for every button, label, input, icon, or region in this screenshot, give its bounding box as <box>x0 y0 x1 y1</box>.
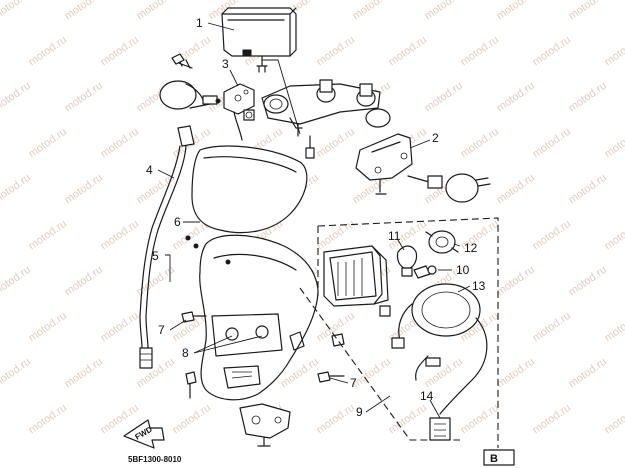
watermark-text: motod.ru <box>530 126 572 161</box>
watermark-text: motod.ru <box>494 80 536 115</box>
watermark-text: motod.ru <box>530 310 572 345</box>
watermark-text: motod.ru <box>458 402 500 437</box>
watermark-text: motod.ru <box>314 402 356 437</box>
callout-7-right: 7 <box>350 376 357 390</box>
callout-2: 2 <box>432 131 439 145</box>
watermark-text: motod.ru <box>62 80 104 115</box>
watermark-text: motod.ru <box>98 310 140 345</box>
pilot-bulb <box>413 265 437 279</box>
callout-leaders <box>157 22 471 419</box>
watermark-text: motod.ru <box>26 34 68 69</box>
left-turn-signal <box>159 53 221 110</box>
fasteners <box>181 235 345 399</box>
bulb-socket <box>425 230 459 254</box>
watermark-text: motod.ru <box>602 402 625 437</box>
watermark-layer: motod.ru motod.ru motod.ru motod.ru motod.ru… <box>0 0 625 436</box>
watermark-text: motod.ru <box>494 356 536 391</box>
meter-housing <box>221 7 297 73</box>
watermark-text: motod.ru <box>26 310 68 345</box>
watermark-text: motod.ru <box>62 172 104 207</box>
watermark-text: motod.ru <box>602 310 625 345</box>
callout-5: 5 <box>152 249 159 263</box>
callout-7-left: 7 <box>158 323 165 337</box>
watermark-text: motod.ru <box>170 402 212 437</box>
watermark-text: motod.ru <box>566 356 608 391</box>
watermark-text: motod.ru <box>26 402 68 437</box>
headlight-bulb <box>396 245 418 277</box>
callout-4: 4 <box>146 163 153 177</box>
box-label-text: B <box>490 453 498 465</box>
lower-mount-bracket <box>239 403 291 447</box>
watermark-text: motod.ru <box>602 126 625 161</box>
watermark-text: motod.ru <box>350 356 392 391</box>
watermark-text: motod.ru <box>0 264 33 299</box>
watermark-text: motod.ru <box>602 218 625 253</box>
watermark-text: motod.ru <box>98 218 140 253</box>
wiring-connector <box>429 417 451 441</box>
callout-10: 10 <box>456 263 470 277</box>
watermark-text: motod.ru <box>422 0 464 22</box>
watermark-text: motod.ru <box>98 126 140 161</box>
watermark-text: motod.ru <box>566 264 608 299</box>
watermark-text: motod.ru <box>566 0 608 22</box>
handlebar-clamp <box>261 79 391 159</box>
callout-12: 12 <box>464 241 478 255</box>
callout-11: 11 <box>388 229 401 243</box>
watermark-text: motod.ru <box>26 126 68 161</box>
watermark-text: motod.ru <box>458 34 500 69</box>
watermark-text: motod.ru <box>602 34 625 69</box>
watermark-text: motod.ru <box>134 0 176 22</box>
watermark-text: motod.ru <box>134 172 176 207</box>
callout-3: 3 <box>222 57 229 71</box>
watermark-text: motod.ru <box>62 264 104 299</box>
forward-arrow: FWD <box>123 419 165 449</box>
watermark-text: motod.ru <box>134 264 176 299</box>
watermark-text: motod.ru <box>62 0 104 22</box>
callout-13: 13 <box>472 279 486 293</box>
watermark-text: motod.ru <box>350 0 392 22</box>
watermark-text: motod.ru <box>62 356 104 391</box>
headlight-bracket <box>355 133 413 195</box>
callout-6: 6 <box>174 215 181 229</box>
watermark-text: motod.ru <box>494 172 536 207</box>
callout-14: 14 <box>420 389 434 403</box>
headlight-harness <box>379 283 488 415</box>
watermark-text: motod.ru <box>314 34 356 69</box>
watermark-text: motod.ru <box>98 34 140 69</box>
watermark-text: motod.ru <box>458 126 500 161</box>
callout-8: 8 <box>182 346 189 360</box>
headlight-unit <box>323 245 389 307</box>
watermark-text: motod.ru <box>530 402 572 437</box>
watermark-text: motod.ru <box>0 172 33 207</box>
watermark-text: motod.ru <box>314 126 356 161</box>
callout-9: 9 <box>356 405 363 419</box>
callout-1: 1 <box>196 16 203 30</box>
windscreen <box>191 145 308 234</box>
speedometer-cable <box>139 125 195 369</box>
watermark-text: motod.ru <box>494 264 536 299</box>
watermark-text: motod.ru <box>530 218 572 253</box>
box-label: B <box>483 449 515 466</box>
watermark-text: motod.ru <box>422 80 464 115</box>
switch-bracket <box>223 83 255 141</box>
watermark-text: motod.ru <box>26 218 68 253</box>
watermark-text: motod.ru <box>566 172 608 207</box>
drawing-code: 5BF1300-8010 <box>128 455 182 464</box>
watermark-text: motod.ru <box>314 218 356 253</box>
watermark-text: motod.ru <box>0 0 33 22</box>
callout-numbers: 1 2 3 4 5 6 7 7 8 9 10 11 12 13 14 <box>146 16 486 419</box>
watermark-text: motod.ru <box>566 80 608 115</box>
watermark-text: motod.ru <box>530 34 572 69</box>
right-turn-signal <box>407 173 491 203</box>
watermark-text: motod.ru <box>386 34 428 69</box>
watermark-text: motod.ru <box>0 80 33 115</box>
watermark-text: motod.ru <box>0 356 33 391</box>
watermark-text: motod.ru <box>386 402 428 437</box>
watermark-text: motod.ru <box>494 0 536 22</box>
